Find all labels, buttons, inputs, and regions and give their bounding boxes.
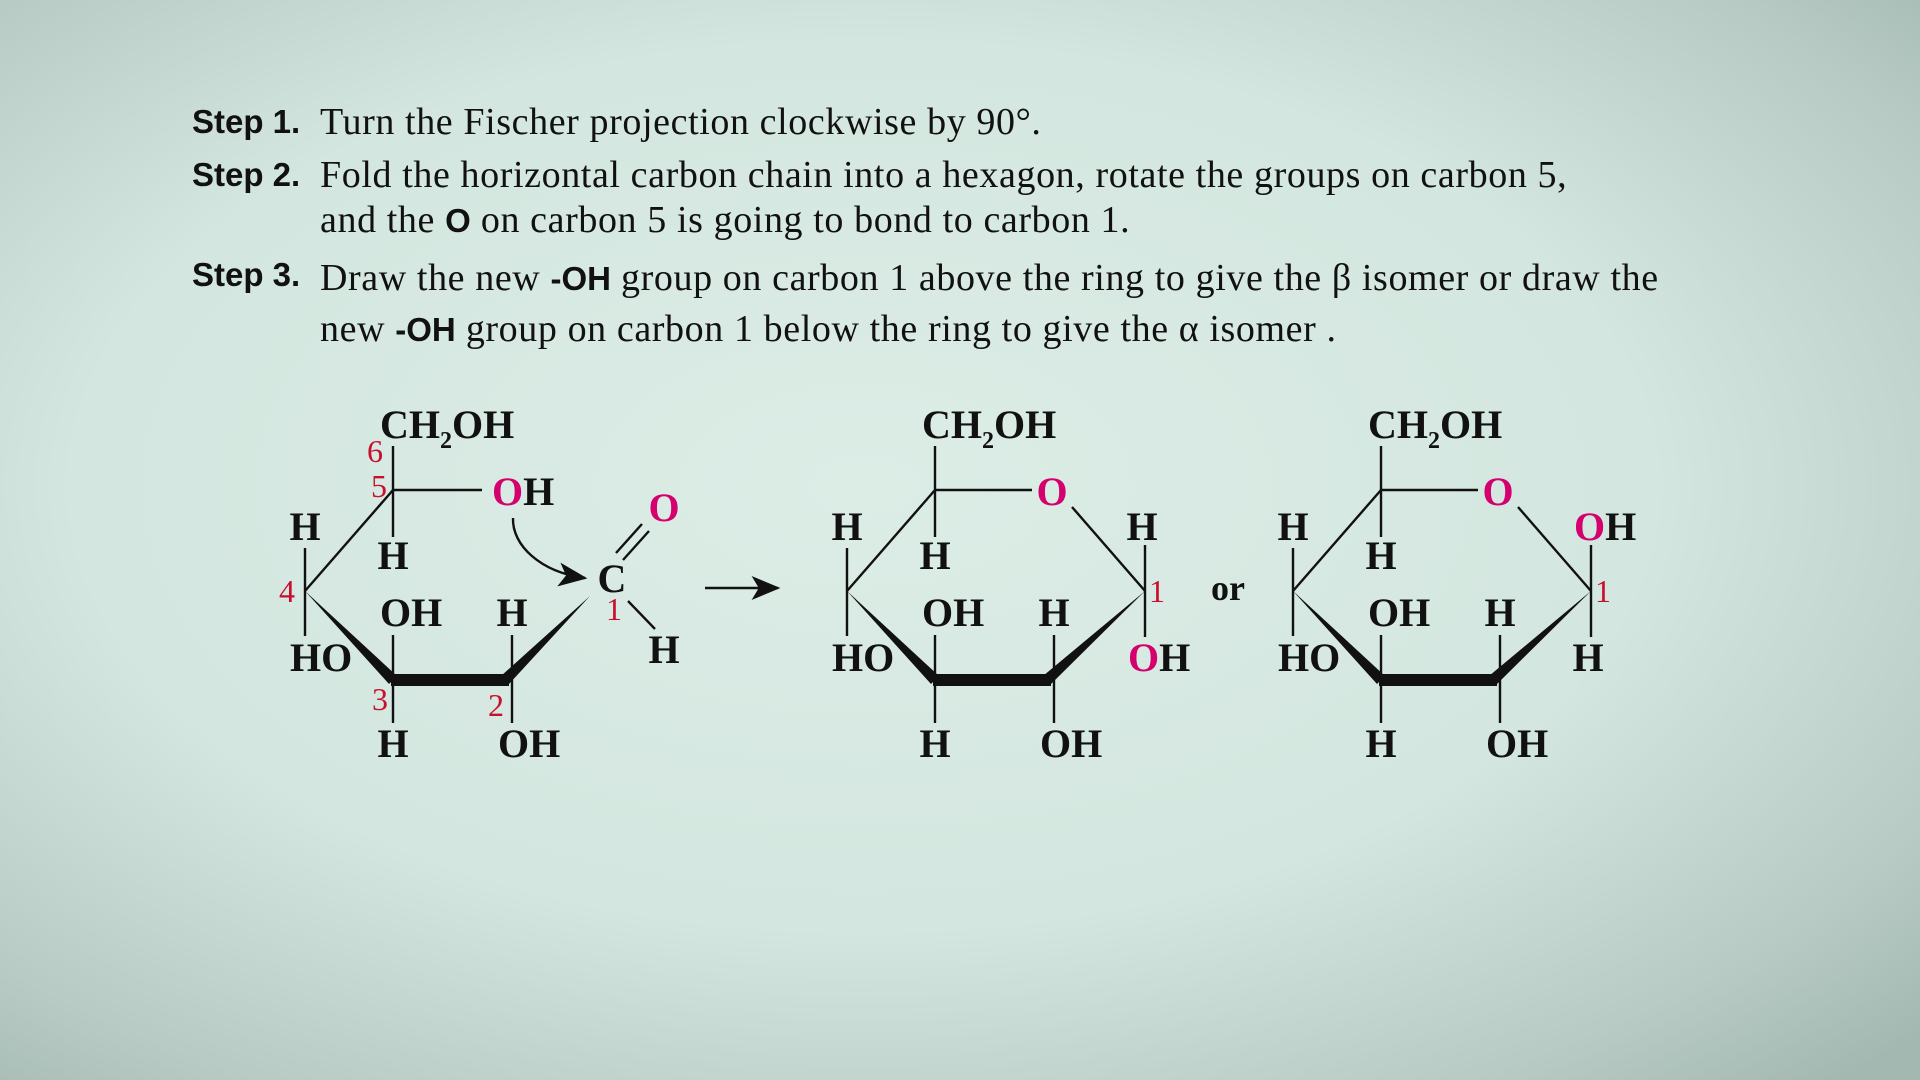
ch2oh-label: CH2OH xyxy=(380,402,514,454)
c5-h-label: H xyxy=(377,533,408,578)
step-text: Fold the horizontal carbon chain into a … xyxy=(320,154,1568,196)
c3-oh-label: OH xyxy=(1368,590,1430,635)
ring-oxygen-label: O xyxy=(1482,469,1513,514)
step-text: Turn the Fischer projection clockwise by… xyxy=(320,101,1042,143)
c4-h-label: H xyxy=(289,504,320,549)
c5-hydroxyl-label: OH xyxy=(492,469,554,514)
step-text: new -OH group on carbon 1 below the ring… xyxy=(320,304,1659,355)
step-text: and the O on carbon 5 is going to bond t… xyxy=(320,198,1567,243)
c4-h-label: H xyxy=(1277,504,1308,549)
step-3: Step 3. Draw the new -OH group on carbon… xyxy=(192,253,1659,355)
carbon-number-1: 1 xyxy=(1595,573,1611,609)
step-text: Draw the new -OH group on carbon 1 above… xyxy=(320,253,1659,304)
c2-oh-label: OH xyxy=(498,721,560,766)
c1-h-label: H xyxy=(648,627,679,672)
c2-h-label: H xyxy=(1484,590,1515,635)
bold-o: O xyxy=(445,202,471,239)
c5-h-label: H xyxy=(1365,533,1396,578)
carbon-number-5: 5 xyxy=(371,468,387,504)
alpha-ring-structure: CH2OH O H H HO OH H H OH OH H 1 xyxy=(1277,402,1636,766)
carbon-number-6: 6 xyxy=(367,433,383,469)
c4-ho-label: HO xyxy=(832,635,894,680)
or-label: or xyxy=(1211,568,1245,608)
c2-h-label: H xyxy=(496,590,527,635)
c1-h-label: H xyxy=(1126,504,1157,549)
text: Draw the new xyxy=(320,257,551,299)
step-2: Step 2. Fold the horizontal carbon chain… xyxy=(192,153,1659,243)
c3-oh-label: OH xyxy=(380,590,442,635)
step-label: Step 3. xyxy=(192,256,301,293)
c3-oh-label: OH xyxy=(922,590,984,635)
bold-oh: -OH xyxy=(395,311,456,348)
beta-ring-structure: CH2OH O H H HO OH H H OH H OH 1 xyxy=(831,402,1190,766)
c5-h-label: H xyxy=(919,533,950,578)
step-label: Step 1. xyxy=(192,103,301,140)
carbon-number-1: 1 xyxy=(606,591,622,627)
text: group on carbon 1 below the ring to give… xyxy=(455,308,1337,350)
ch2oh-label: CH2OH xyxy=(922,402,1056,454)
anomeric-oh-label: OH xyxy=(1574,504,1636,549)
text: and the xyxy=(320,199,446,241)
anomeric-oh-label: OH xyxy=(1128,635,1190,680)
c4-h-label: H xyxy=(831,504,862,549)
carbon-number-2: 2 xyxy=(488,687,504,723)
aldehyde-oxygen-label: O xyxy=(648,485,679,530)
c3-h-label: H xyxy=(919,721,950,766)
step-label: Step 2. xyxy=(192,156,301,193)
step-1: Step 1. Turn the Fischer projection cloc… xyxy=(192,100,1659,145)
c3-h-label: H xyxy=(1365,721,1396,766)
ch2oh-label: CH2OH xyxy=(1368,402,1502,454)
c2-oh-label: OH xyxy=(1040,721,1102,766)
c3-h-label: H xyxy=(377,721,408,766)
bold-oh: -OH xyxy=(550,260,611,297)
instructions: Step 1. Turn the Fischer projection cloc… xyxy=(192,100,1659,355)
c2-oh-label: OH xyxy=(1486,721,1548,766)
c1-carbon-label: C xyxy=(598,556,627,601)
carbon-number-3: 3 xyxy=(372,681,388,717)
open-chain-structure: CH2OH OH H H HO OH H H OH C O H 6 5 4 3 … xyxy=(279,402,680,766)
carbon-number-1: 1 xyxy=(1149,573,1165,609)
c2-h-label: H xyxy=(1038,590,1069,635)
text: on carbon 5 is going to bond to carbon 1… xyxy=(470,199,1131,241)
text: new xyxy=(320,308,396,350)
carbon-number-4: 4 xyxy=(279,573,295,609)
c1-h-label: H xyxy=(1572,635,1603,680)
ring-oxygen-label: O xyxy=(1036,469,1067,514)
text: group on carbon 1 above the ring to give… xyxy=(610,257,1659,299)
c4-ho-label: HO xyxy=(1278,635,1340,680)
c4-ho-label: HO xyxy=(290,635,352,680)
